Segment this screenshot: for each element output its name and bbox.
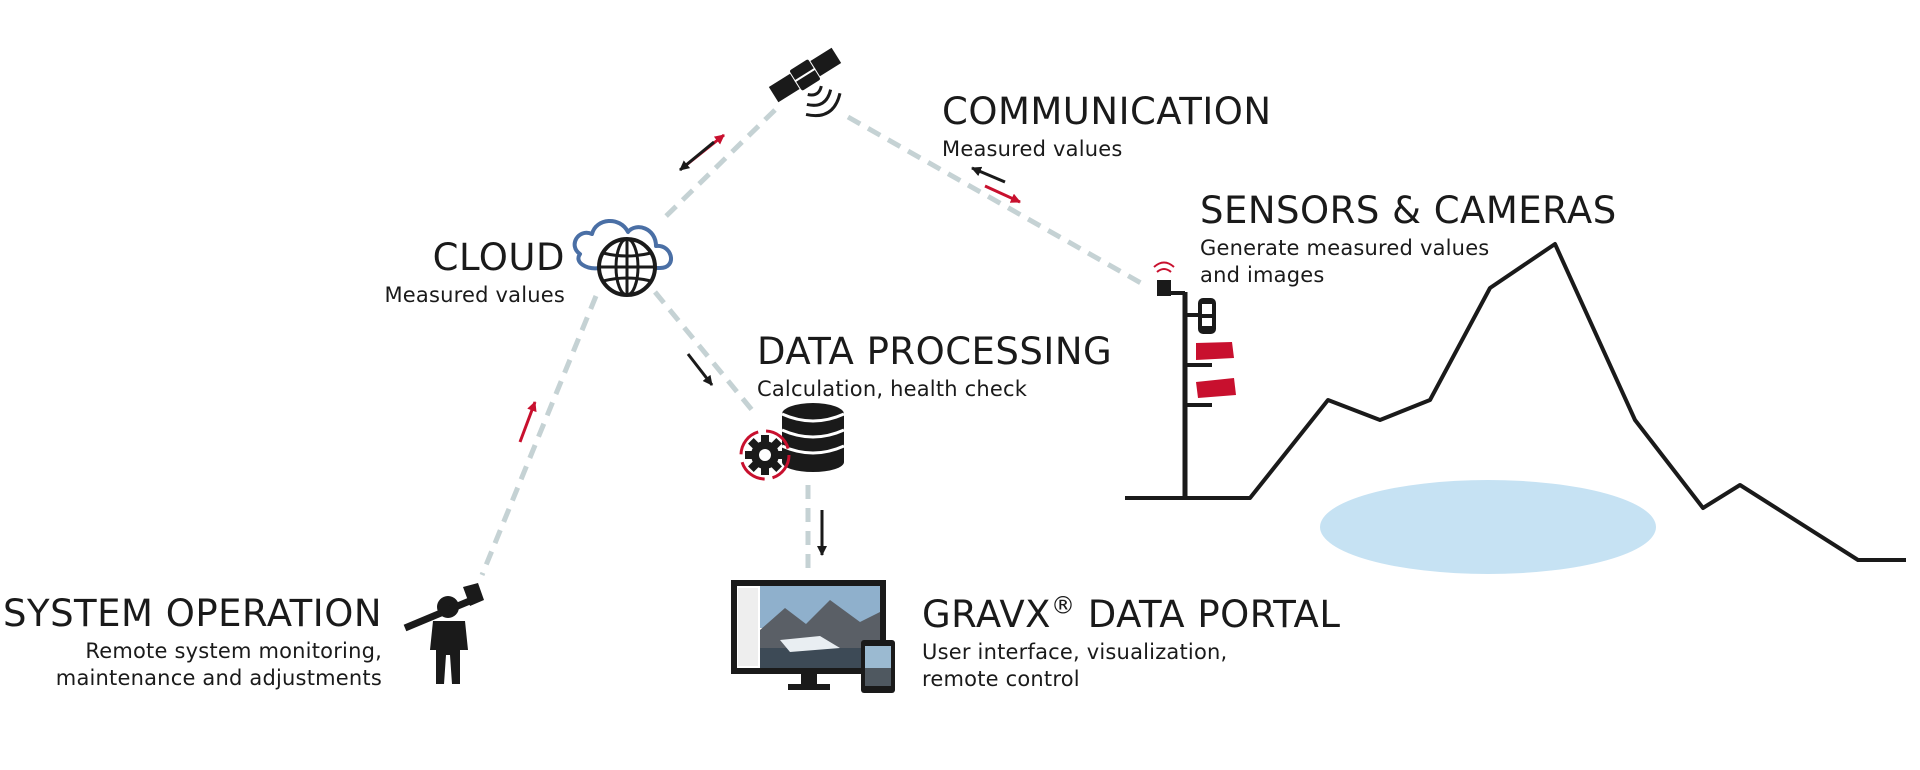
arrow-to-satellite-from-sensor <box>971 166 1006 184</box>
line-satellite-sensors <box>846 114 1150 290</box>
line-cloud-operation <box>479 295 599 576</box>
system-operation-title: SYSTEM OPERATION <box>2 592 382 635</box>
portal-subtitle-line2: remote control <box>922 667 1080 691</box>
data-processing-label: DATA PROCESSING Calculation, health chec… <box>757 333 1112 403</box>
sensor-mast-icon <box>1153 261 1236 498</box>
system-operation-subtitle-line1: Remote system monitoring, <box>85 639 382 663</box>
portal-title-brand: GRAVX <box>922 593 1051 636</box>
arrow-to-cloud-from-operation <box>518 401 537 443</box>
connection-lines <box>479 108 1150 576</box>
line-satellite-cloud <box>658 108 777 224</box>
arrow-to-sensor <box>984 184 1021 204</box>
satellite-icon <box>768 47 842 117</box>
cloud-subtitle: Measured values <box>384 283 565 307</box>
system-operation-label: SYSTEM OPERATION Remote system monitorin… <box>3 595 382 692</box>
sensors-subtitle-line2: and images <box>1200 263 1325 287</box>
portal-title: GRAVX® DATA PORTAL <box>922 593 1341 636</box>
mountain-lake-icon <box>1125 242 1906 574</box>
data-arrows <box>518 133 1021 556</box>
worker-hammer-icon <box>403 583 484 684</box>
portal-title-rest: DATA PORTAL <box>1075 593 1341 636</box>
portal-subtitle-line1: User interface, visualization, <box>922 640 1228 664</box>
sensors-title: SENSORS & CAMERAS <box>1200 189 1617 232</box>
monitor-tablet-icon <box>731 580 895 693</box>
cloud-globe-icon <box>572 219 673 297</box>
data-processing-subtitle: Calculation, health check <box>757 377 1028 401</box>
portal-label: GRAVX® DATA PORTAL User interface, visua… <box>922 593 1341 693</box>
communication-subtitle: Measured values <box>942 137 1123 161</box>
data-processing-title: DATA PROCESSING <box>757 330 1113 373</box>
communication-label: COMMUNICATION Measured values <box>942 93 1272 163</box>
cloud-label: CLOUD Measured values <box>384 239 565 309</box>
communication-title: COMMUNICATION <box>942 90 1272 133</box>
sensors-subtitle-line1: Generate measured values <box>1200 236 1490 260</box>
line-cloud-processing <box>653 290 754 412</box>
arrow-to-processing <box>686 353 714 386</box>
cloud-title: CLOUD <box>432 236 565 279</box>
sensors-label: SENSORS & CAMERAS Generate measured valu… <box>1200 192 1617 289</box>
registered-mark: ® <box>1050 591 1076 620</box>
database-gear-icon <box>739 403 845 481</box>
arrow-down-to-cloud <box>679 140 715 172</box>
system-operation-subtitle-line2: maintenance and adjustments <box>55 666 382 690</box>
